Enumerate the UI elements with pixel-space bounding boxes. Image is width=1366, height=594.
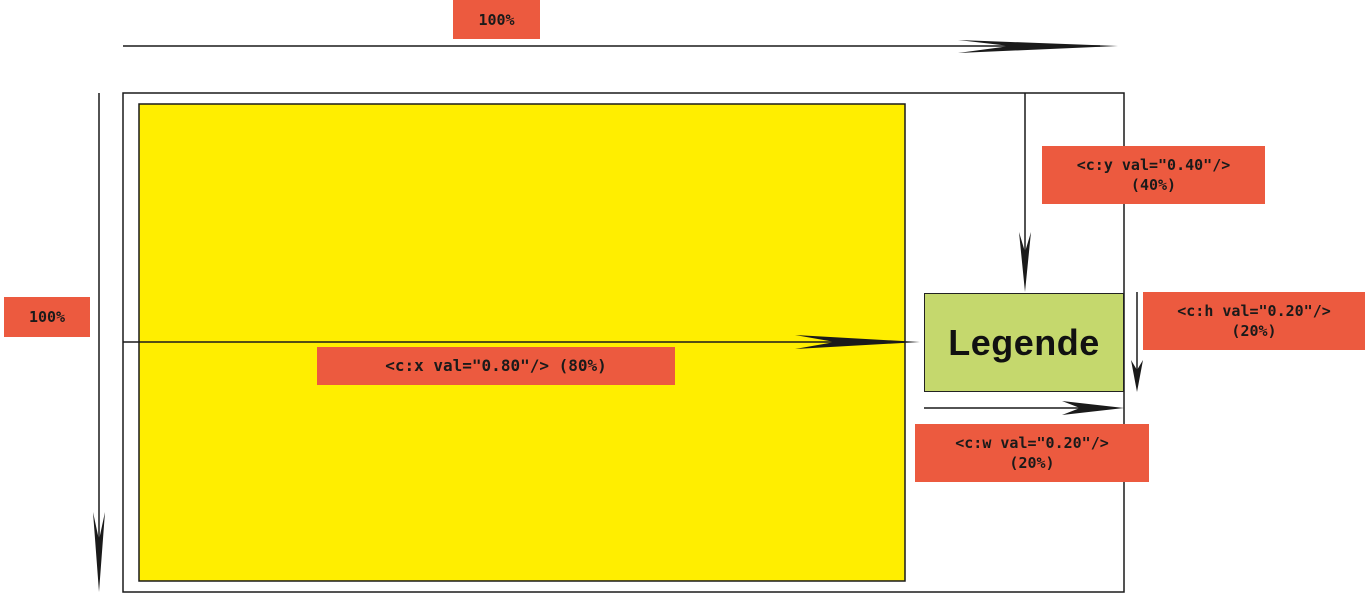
- h-arrow-head: [1131, 360, 1143, 392]
- legend-label: Legende: [948, 321, 1100, 363]
- x-offset-tag: <c:x val="0.80"/> (80%): [317, 347, 675, 385]
- y-offset-arrow-head: [1019, 232, 1031, 292]
- w-tag: <c:w val="0.20"/> (20%): [915, 424, 1149, 482]
- y-offset-tag: <c:y val="0.40"/> (40%): [1042, 146, 1265, 204]
- height-arrow-head: [93, 512, 105, 592]
- y-offset-label-line1: <c:y val="0.40"/>: [1076, 156, 1231, 174]
- h-label-line2: (20%): [1231, 322, 1277, 340]
- height-total-label: 100%: [28, 308, 66, 326]
- height-total-tag: 100%: [4, 297, 90, 337]
- x-offset-label: <c:x val="0.80"/> (80%): [385, 356, 607, 375]
- x-offset-arrow-head: [795, 335, 920, 349]
- w-arrow-head: [1062, 401, 1124, 415]
- h-tag: <c:h val="0.20"/> (20%): [1143, 292, 1365, 350]
- y-offset-label-line2: (40%): [1130, 176, 1177, 194]
- width-arrow-head: [958, 40, 1118, 53]
- width-total-label: 100%: [478, 10, 515, 29]
- w-label-line2: (20%): [1009, 454, 1055, 472]
- legend-box: Legende: [924, 293, 1124, 392]
- w-label-line1: <c:w val="0.20"/>: [955, 434, 1109, 452]
- h-label-line1: <c:h val="0.20"/>: [1177, 302, 1331, 320]
- width-total-tag: 100%: [453, 0, 540, 39]
